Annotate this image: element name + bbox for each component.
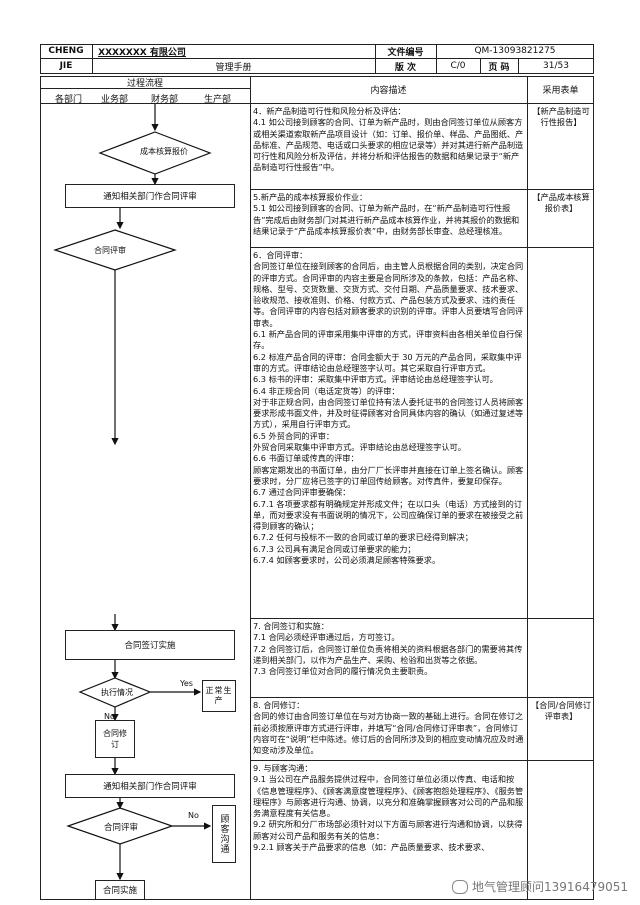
section-5-text: 5.新产品的成本核算报价作业： 5.1 如公司接到顾客的合同、订单为新产品时，在… [253,192,520,236]
flow-review-1: 合同评审 [94,246,126,255]
cost-review-diamond [98,131,212,175]
forms-header: 采用表单 [542,86,579,96]
version-value: C/0 [450,61,466,71]
flow-cost-review: 成本核算报价 [140,147,188,156]
section-9-text: 9. 与顾客沟通： 9.1 当公司在产品服务提供过程中，合同签订单位必须以传真、… [253,763,524,853]
doc-no: QM-13093821275 [474,46,556,56]
section-4-form: 【新产品制造可行性报告】 [532,106,590,127]
section-6-text: 6．合同评审： 合同签订单位在接到顾客的合同后，由主管人员根据合同的类别，决定合… [253,250,524,566]
version-label: 版 次 [394,62,417,73]
flow-execute-status: 执行情况 [101,688,133,697]
content-header: 内容描述 [370,86,407,96]
main-table [40,76,594,900]
company-name: XXXXXXX 有限公司 [98,47,186,58]
flow-no-label-1: No [104,712,115,721]
section-4-text: 4．新产品制造可行性和风险分析及评估： 4.1 如公司接到顾客的合同、订单为新产… [253,106,524,173]
page-number: 31/53 [543,61,569,71]
flow-contract-sign-box: 合同签订实施 [65,630,235,660]
section-7-text: 7. 合同签订和实施： 7.1 合同必须经评审通过后，方可签订。 7.2 合同签… [253,621,523,677]
flow-normal-production-box: 正常生产 [202,680,236,712]
watermark: 地气管理顾问13916479051 [452,878,628,895]
review-diamond-1 [53,229,177,271]
flow-no-label-2: No [188,811,199,820]
process-header: 过程流程 [126,78,163,89]
dept-all-header: 各部门 [55,95,83,105]
dept-production-header: 生产部 [204,95,232,105]
flow-review-2: 合同评审 [104,823,139,833]
page-label: 页 码 [488,62,510,73]
manual-title: 管理手册 [215,62,252,73]
flow-notify-box-1: 通知相关部门作合同评审 [65,184,235,208]
header-table [40,44,594,74]
wechat-icon [452,879,469,894]
doc-no-label: 文件编号 [387,47,424,58]
execute-diamond [78,677,152,708]
flow-customer-comm-box: 顾客沟通 [212,805,236,863]
company-logo-text-1: CHENG [48,46,84,56]
flowchart-connectors [53,104,212,900]
section-8-text: 8. 合同修订： 合同的修订由合同签订单位在与对方协商一致的基础上进行。合同在修… [253,700,524,756]
flow-notify-box-2: 通知相关部门作合同评审 [65,774,235,798]
dept-finance-header: 财务部 [151,95,179,105]
flow-yes-label: Yes [180,679,193,688]
company-logo-text-2: JIE [59,61,73,71]
section-5-form: 【产品成本核算报价表】 [532,192,590,213]
section-8-form: 【合同/合同修订评审表】 [530,700,592,721]
dept-sales-header: 业务部 [101,95,129,105]
flow-contract-impl-box: 合同实施 [95,880,145,900]
review-diamond-2 [66,807,174,845]
flow-contract-modify-box: 合同修订 [95,720,135,758]
